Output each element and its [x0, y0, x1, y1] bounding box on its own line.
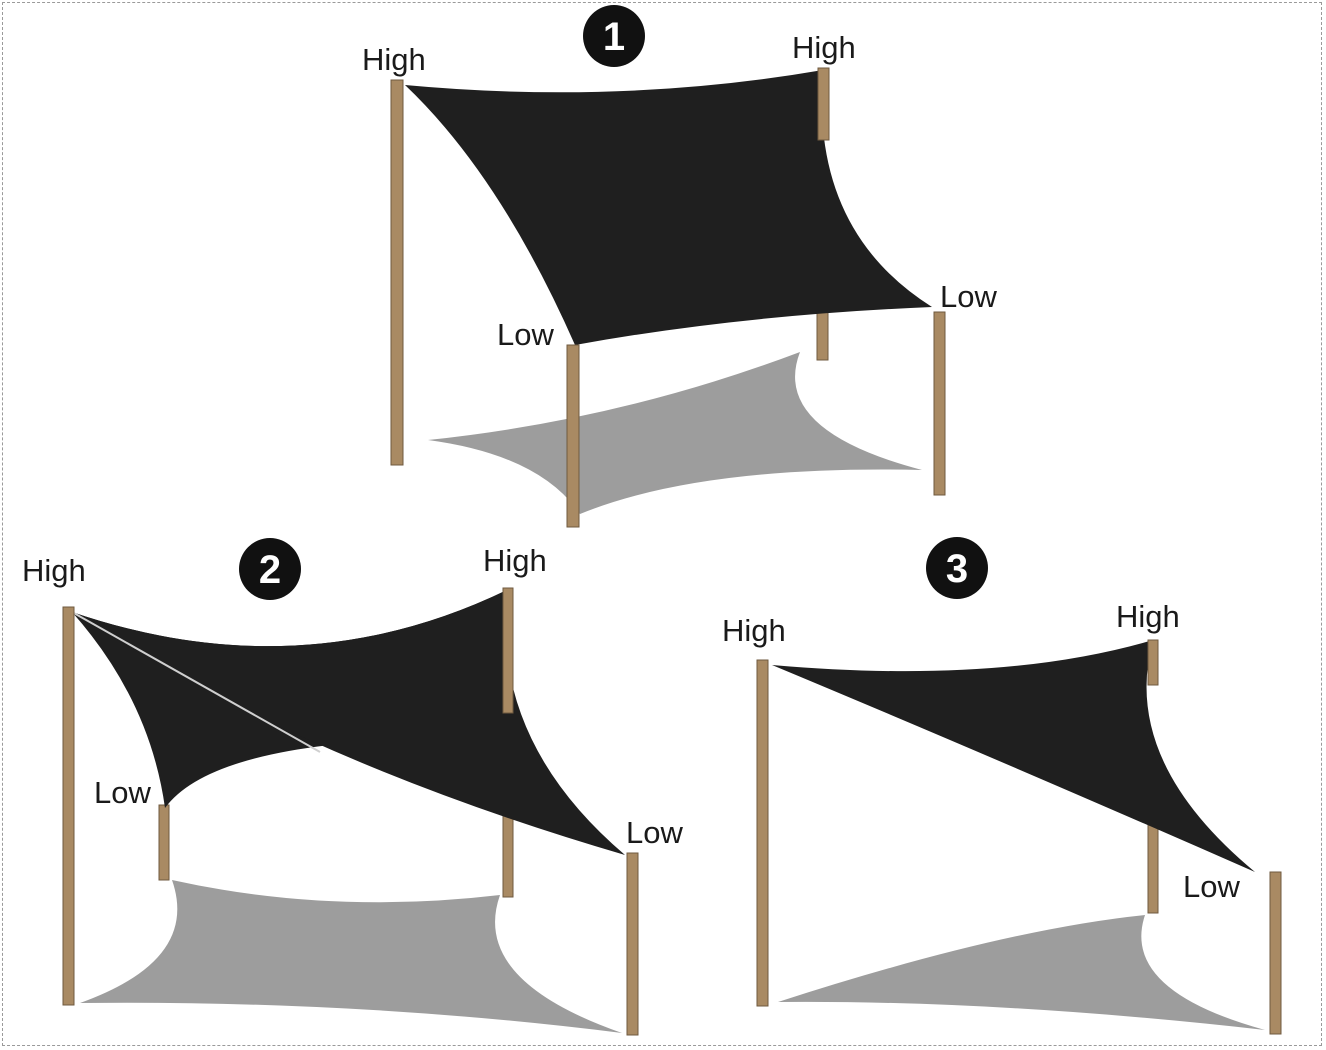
diagram-3-pole-back-low: [1147, 817, 1159, 914]
diagram-3-badge: [926, 537, 988, 599]
diagram-2-pole-low-left: [158, 804, 170, 881]
diagram-3-badge-number: 3: [946, 547, 968, 591]
diagram-3-pole-high-right: [1147, 639, 1159, 686]
diagram-3-shadow: [778, 915, 1265, 1030]
diagram-1-badge: [583, 5, 645, 67]
diagram-3-pole-high-left: [756, 659, 769, 1007]
diagram-1-pole-high-left: [390, 79, 404, 466]
diagram-1-label-low-front: Low: [497, 317, 554, 352]
diagram-2-badge: [239, 538, 301, 600]
diagram-1-pole-low-front: [566, 344, 580, 528]
diagram-2-sail-front: [72, 590, 625, 855]
diagram-2-label-low-right: Low: [626, 815, 683, 850]
diagram-3-label-low-right: Low: [1183, 869, 1240, 904]
diagram-2-label-high-right: High: [483, 543, 547, 578]
diagram-3-pole-low-right: [1269, 871, 1282, 1035]
diagram-2: 2 High High Low Low: [22, 538, 683, 1036]
diagram-3: 3 High High Low: [722, 537, 1282, 1035]
diagram-2-label-low-left: Low: [94, 775, 151, 810]
diagram-1-badge-number: 1: [603, 15, 625, 59]
diagram-3-sail: [772, 640, 1255, 872]
diagram-2-label-high-left: High: [22, 553, 86, 588]
diagram-2-seam: [71, 611, 321, 753]
diagram-1-shadow: [428, 352, 922, 514]
diagram-1-label-high-left: High: [362, 42, 426, 77]
diagram-2-pole-back-lower: [502, 811, 514, 898]
diagram-2-pole-high-left: [62, 606, 75, 1006]
diagram-2-pole-high-right: [502, 587, 514, 714]
diagram-3-label-high-right: High: [1116, 599, 1180, 634]
diagram-1-label-high-right: High: [792, 30, 856, 65]
diagram-1-pole-low-right: [933, 311, 946, 496]
diagram-1-pole-high-right: [817, 67, 830, 141]
diagram-2-shadow: [80, 880, 622, 1033]
diagram-2-pole-low-right: [626, 852, 639, 1036]
diagram-3-label-high-left: High: [722, 613, 786, 648]
diagram-1-label-low-right: Low: [940, 279, 997, 314]
diagram-1-sail: [405, 70, 932, 345]
diagram-2-badge-number: 2: [259, 548, 281, 592]
diagram-1: 1 High High Low Low: [362, 5, 997, 528]
